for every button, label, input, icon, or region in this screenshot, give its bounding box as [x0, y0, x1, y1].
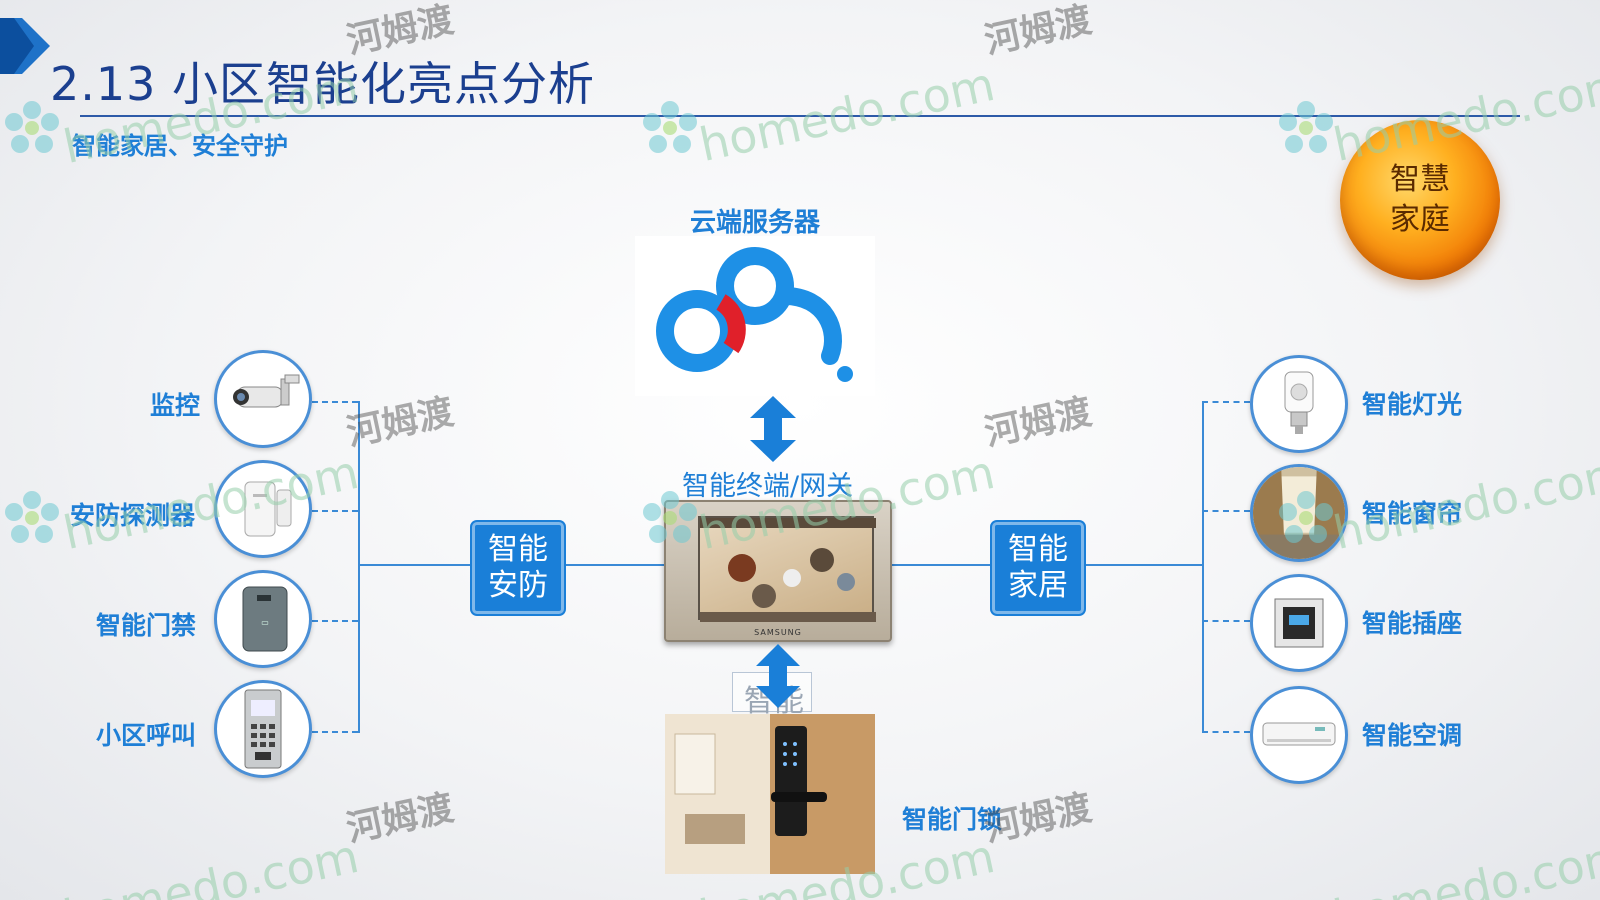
smart-lock-photo: [665, 714, 875, 874]
right-hub-link: [1084, 564, 1202, 566]
right-device-label-4: 智能空调: [1362, 721, 1463, 750]
connector-right-2: [1202, 510, 1250, 512]
left-trunk-line: [358, 401, 360, 733]
left-device-label-2: 安防探测器: [70, 501, 196, 530]
left-device-label-4: 小区呼叫: [96, 721, 197, 750]
curtain-icon: [1250, 464, 1348, 562]
badge-line-2: 家庭: [1390, 202, 1450, 237]
cloud-server-label: 云端服务器: [690, 208, 821, 238]
svg-text:▭: ▭: [261, 618, 269, 627]
left-hub-line-1: 智能: [488, 532, 548, 567]
watermark-cn: 河姆渡: [981, 0, 1096, 63]
left-device-label-3: 智能门禁: [96, 611, 197, 640]
watermark-cn: 河姆渡: [343, 787, 458, 851]
sensor-icon: [214, 460, 312, 558]
connector-right-4: [1202, 731, 1250, 733]
connector-right-3: [1202, 620, 1250, 622]
gateway-label: 智能终端/网关: [682, 471, 854, 502]
page-title: 2.13 小区智能化亮点分析: [50, 57, 596, 111]
terminal-screen: [698, 516, 876, 622]
cloud-logo-icon: [656, 247, 853, 382]
gateway-terminal-device: SAMSUNG: [664, 500, 892, 642]
connector-right-1: [1202, 401, 1250, 403]
watermark-cn: 河姆渡: [981, 391, 1096, 455]
watermark-flower-icon: [5, 491, 59, 543]
right-device-label-2: 智能窗帘: [1362, 499, 1463, 528]
connector-left-4: [312, 731, 358, 733]
badge-line-1: 智慧: [1390, 162, 1450, 197]
right-hub-line-1: 智能: [1008, 532, 1068, 567]
connector-left-2: [312, 510, 358, 512]
air-conditioner-icon: [1250, 686, 1348, 784]
connector-left-1: [312, 401, 358, 403]
camera-icon: [214, 350, 312, 448]
watermark-flower-icon: [1279, 101, 1333, 153]
left-hub-to-gateway: [562, 564, 666, 566]
watermark-text: homedo.com: [1328, 828, 1600, 900]
smart-home-badge: 智慧 家庭: [1340, 120, 1500, 280]
device-brand: SAMSUNG: [754, 628, 802, 637]
right-trunk-line: [1202, 401, 1204, 733]
right-hub-line-2: 家居: [1008, 568, 1068, 603]
left-hub-line-2: 安防: [488, 568, 548, 603]
smart-home-hub: 智能家居: [992, 522, 1084, 614]
cloud-server-image: [635, 236, 875, 396]
right-device-label-1: 智能灯光: [1362, 390, 1463, 419]
access-card-reader-icon: ▭: [214, 570, 312, 668]
smart-socket-icon: [1250, 574, 1348, 672]
connector-left-3: [312, 620, 358, 622]
page-subtitle: 智能家居、安全守护: [72, 132, 288, 160]
left-device-label-1: 监控: [150, 391, 201, 420]
right-device-label-3: 智能插座: [1362, 609, 1463, 638]
corner-diamond-icon: [0, 18, 50, 74]
bidirectional-arrow-icon: [750, 396, 796, 462]
gateway-to-right-hub: [890, 564, 992, 566]
smart-security-hub: 智能安防: [472, 522, 564, 614]
light-bulb-icon: [1250, 355, 1348, 453]
smart-lock-label: 智能门锁: [902, 805, 1003, 834]
title-divider: [80, 115, 1520, 117]
bidirectional-arrow-icon: [756, 644, 800, 708]
intercom-panel-icon: [214, 680, 312, 778]
left-hub-link: [358, 564, 472, 566]
watermark-text: homedo.com: [58, 828, 364, 900]
watermark-flower-icon: [643, 101, 697, 153]
